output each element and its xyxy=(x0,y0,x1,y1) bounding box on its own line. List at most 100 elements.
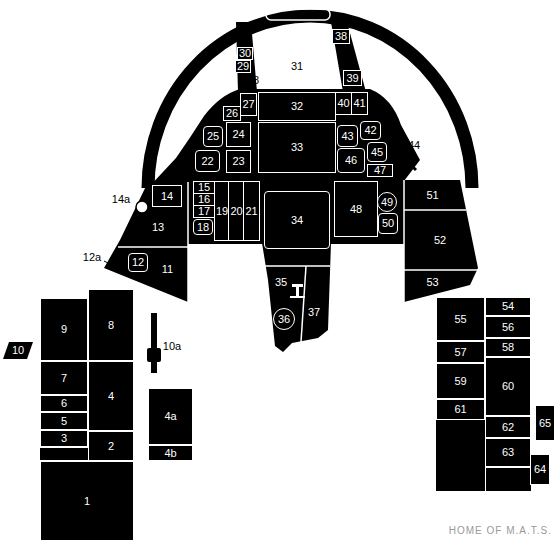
panel-area: 16 xyxy=(193,193,215,206)
panel-area: 4a xyxy=(148,388,193,445)
panel-divider xyxy=(187,182,189,302)
watermark: HOME OF M.A.T.S. xyxy=(449,526,552,536)
callout-number: 10 xyxy=(12,345,24,356)
instrument-box: 12 xyxy=(128,253,148,272)
panel-area: 6 xyxy=(40,395,88,412)
instrument-box: 42 xyxy=(360,121,381,140)
callout-number: 20 xyxy=(230,206,242,217)
round-gauge: 36 xyxy=(273,308,295,330)
bow-handle xyxy=(266,9,330,20)
panel-region: 11 xyxy=(150,255,185,283)
instrument-box: 43 xyxy=(337,125,358,147)
callout-number: 14 xyxy=(161,191,173,202)
callout-number: 18 xyxy=(197,222,209,233)
panel-divider xyxy=(265,265,330,267)
panel-area: 1 xyxy=(40,461,134,541)
callout-number: 56 xyxy=(502,322,514,333)
instrument-box: 50 xyxy=(378,213,398,234)
callout-number: 55 xyxy=(454,314,466,325)
callout-number: 59 xyxy=(454,376,466,387)
callout-number: 29 xyxy=(237,61,249,72)
callout-number: 4b xyxy=(164,448,176,459)
stick-symbol xyxy=(290,296,305,298)
antenna-stick xyxy=(397,152,416,170)
callout-number: 45 xyxy=(371,147,383,158)
canopy-bow xyxy=(148,16,472,188)
callout-number: 48 xyxy=(350,204,362,215)
callout-number: 14a xyxy=(112,194,130,205)
callout-number: 61 xyxy=(454,404,466,415)
panel-area: 33 xyxy=(258,122,336,173)
callout-number: 6 xyxy=(61,398,67,409)
callout-number: 9 xyxy=(61,324,67,335)
blank-cell xyxy=(40,448,88,460)
switch-knob xyxy=(136,201,148,213)
panel-area: 65 xyxy=(535,405,555,441)
callout-number: 39 xyxy=(346,73,358,84)
panel-area: 58 xyxy=(485,338,531,357)
callout-number: 57 xyxy=(454,347,466,358)
panel-area: 57 xyxy=(436,341,485,363)
panel-divider xyxy=(301,266,306,342)
callout-number: 3 xyxy=(61,433,67,444)
panel-tab: 10 xyxy=(3,342,33,359)
callout-number: 52 xyxy=(434,235,446,246)
panel-area: 60 xyxy=(485,357,531,416)
callout-number: 63 xyxy=(502,447,514,458)
callout-number: 12 xyxy=(132,257,144,268)
blank-cell xyxy=(486,468,531,491)
callout-number: 8 xyxy=(108,320,114,331)
stick-symbol xyxy=(296,284,299,297)
callout-number: 15 xyxy=(198,182,210,193)
panel-area: 21 xyxy=(243,181,259,241)
panel-area: 30 xyxy=(237,47,253,60)
left-wing-panel xyxy=(104,182,188,302)
panel-region: 51 xyxy=(410,183,455,208)
instrument-box: 18 xyxy=(193,219,213,235)
callout-number: 60 xyxy=(502,381,514,392)
callout-number: 64 xyxy=(534,464,546,475)
callout-number: 65 xyxy=(539,418,551,429)
panel-area: 41 xyxy=(351,92,368,115)
panel-region: 52 xyxy=(410,213,470,267)
panel-divider xyxy=(404,209,466,211)
panel-area: 64 xyxy=(530,454,550,485)
panel-area: 26 xyxy=(223,106,241,121)
callout-number: 10a xyxy=(163,341,181,352)
throttle-grip xyxy=(147,348,161,362)
callout-number: 13 xyxy=(152,222,164,233)
instrument-box: 45 xyxy=(367,142,387,162)
panel-area: 17 xyxy=(193,205,215,218)
panel-divider xyxy=(404,269,478,271)
instrument-box: 46 xyxy=(337,148,365,173)
panel-area: 56 xyxy=(485,316,531,338)
panel-area: 38 xyxy=(332,29,350,44)
panel-area: 62 xyxy=(485,416,531,438)
panel-area: 32 xyxy=(258,92,336,121)
panel-area: 5 xyxy=(40,412,88,430)
right-wing-panel xyxy=(404,180,478,302)
instrument-box: 25 xyxy=(203,126,223,147)
panel-divider xyxy=(403,180,405,302)
panel-area: 4b xyxy=(148,445,193,461)
callout-number: 43 xyxy=(341,131,353,142)
callout-number: 37 xyxy=(308,307,320,318)
callout-number: 4a xyxy=(164,411,176,422)
panel-area: 2 xyxy=(88,431,134,461)
panel-area: 3 xyxy=(40,430,88,447)
callout-number: 30 xyxy=(239,48,251,59)
callout-number: 41 xyxy=(353,98,365,109)
panel-area: 39 xyxy=(343,70,362,86)
panel-area: 8 xyxy=(88,289,134,361)
tab-shape xyxy=(3,342,33,359)
leader-line xyxy=(104,261,112,265)
center-console xyxy=(262,243,331,352)
callout-number: 34 xyxy=(291,215,303,226)
callout-number: 51 xyxy=(426,190,438,201)
panel-area: 47 xyxy=(367,164,393,177)
callout-number: 44 xyxy=(408,140,420,151)
callout-number: 19 xyxy=(216,206,228,217)
blank-cell xyxy=(436,420,485,491)
panel-divider xyxy=(118,246,188,248)
